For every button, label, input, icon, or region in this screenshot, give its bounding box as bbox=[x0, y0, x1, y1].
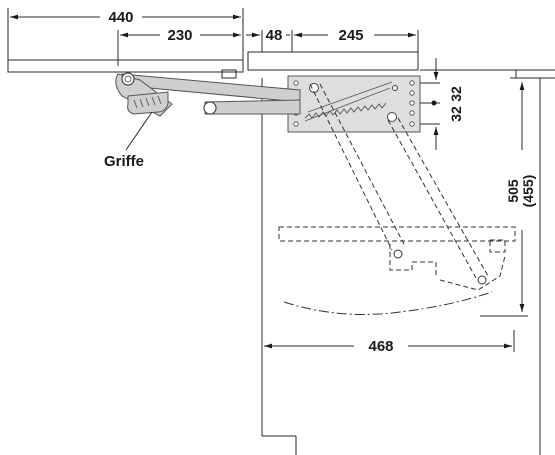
grip-handle bbox=[127, 91, 169, 115]
dim-overall-depth: 440 bbox=[108, 9, 133, 26]
arm-pivot-lower bbox=[203, 101, 217, 115]
dim-hole-spacing-b: 32 bbox=[448, 106, 464, 122]
plate-holes-right bbox=[409, 80, 415, 127]
gas-spring-coil bbox=[304, 102, 387, 119]
extended-position-outline bbox=[278, 83, 516, 315]
grip-label: Griffe bbox=[104, 153, 144, 170]
mounting-plate bbox=[287, 75, 421, 133]
dim-hole-spacing-a: 32 bbox=[448, 86, 464, 102]
grip-callout-leader bbox=[125, 111, 153, 151]
dimension-lines-top bbox=[7, 8, 419, 66]
dim-offset: 48 bbox=[266, 27, 283, 44]
dim-plate-width: 245 bbox=[338, 27, 363, 44]
dim-front-reach: 468 bbox=[368, 338, 393, 355]
dimension-lines-right bbox=[420, 58, 540, 317]
cabinet-structure bbox=[7, 51, 555, 455]
plate-pivot-lower bbox=[387, 112, 397, 122]
dim-lift-height: 505 bbox=[505, 179, 521, 203]
dim-arm-depth: 230 bbox=[167, 27, 192, 44]
dimension-lines-bottom bbox=[264, 330, 515, 352]
dim-lift-height-alt: (455) bbox=[520, 175, 536, 208]
